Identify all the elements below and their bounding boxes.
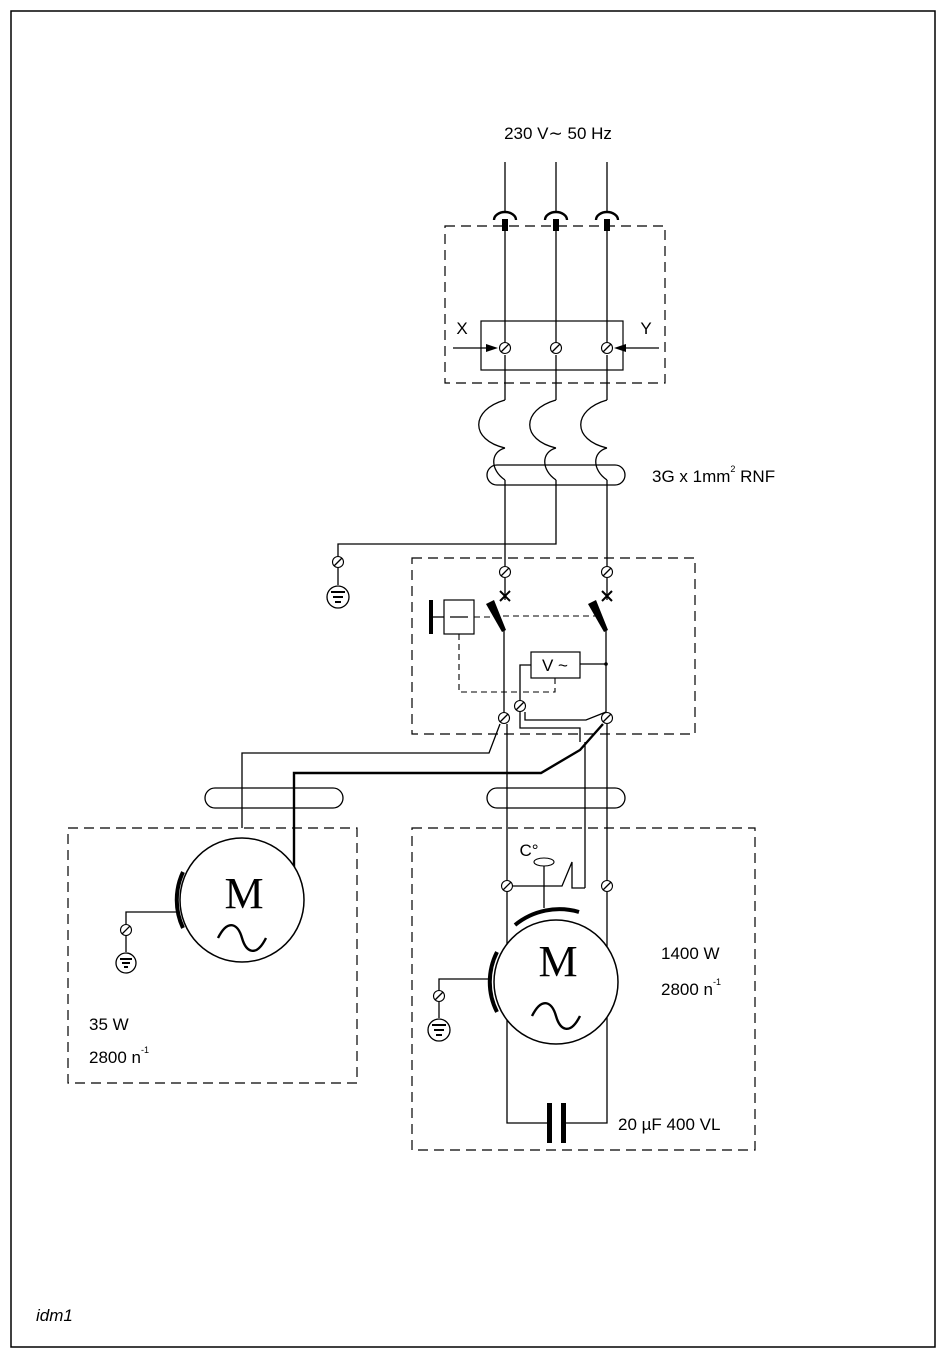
main-motor-symbol: [487, 892, 619, 1120]
flexible-cable-symbol: [478, 399, 608, 481]
plug-connectors: [492, 210, 620, 231]
fan-motor-letter: M: [224, 869, 263, 918]
terminal-screws: [498, 341, 614, 355]
terminal-x-label: X: [456, 319, 467, 338]
main-motor-terminals: [500, 861, 614, 893]
main-motor-speed: 2800 n-1: [661, 977, 721, 999]
voltage-release-wiring: [519, 662, 608, 721]
run-capacitor-icon: [506, 1103, 608, 1143]
switch-input-terminals: [498, 565, 614, 579]
terminal-block-enclosure: [444, 225, 666, 384]
capacitor-label: 20 µF 400 VL: [618, 1115, 720, 1134]
switch-enclosure: [411, 557, 696, 735]
push-button-icon: [429, 599, 520, 693]
cable-sleeve-fan: [204, 787, 344, 809]
protective-earth: [326, 555, 350, 609]
terminal-arrows: [453, 344, 659, 352]
main-motor-enclosure: [411, 827, 756, 1151]
thermal-protector: [533, 857, 555, 908]
main-motor-letter: M: [538, 937, 577, 986]
main-motor-earth: [427, 978, 488, 1042]
line-wires: [337, 480, 608, 566]
cable-spec-label: 3G x 1mm2 RNF: [652, 464, 775, 486]
fan-motor-power: 35 W: [89, 1015, 129, 1034]
terminal-wires: [504, 231, 608, 400]
circuit-breaker-contacts: [486, 578, 613, 664]
switch-output-terminals: [497, 642, 614, 725]
supply-label: 230 V∼ 50 Hz: [504, 124, 612, 143]
main-motor-power: 1400 W: [661, 944, 720, 963]
fan-motor-symbol: [174, 837, 305, 963]
motor-feed-wires: [241, 712, 608, 888]
drawing-id: idm1: [36, 1306, 73, 1325]
fan-motor-speed: 2800 n-1: [89, 1045, 149, 1067]
terminal-y-label: Y: [640, 319, 651, 338]
supply-wires: [504, 162, 608, 212]
cable-sleeve-motor: [486, 787, 626, 809]
fan-motor-earth: [115, 911, 176, 974]
fan-motor-enclosure: [67, 827, 358, 1084]
thermal-protector-label: C°: [519, 841, 538, 860]
voltage-release-label: V ~: [542, 656, 568, 675]
page-frame: [10, 10, 936, 1348]
